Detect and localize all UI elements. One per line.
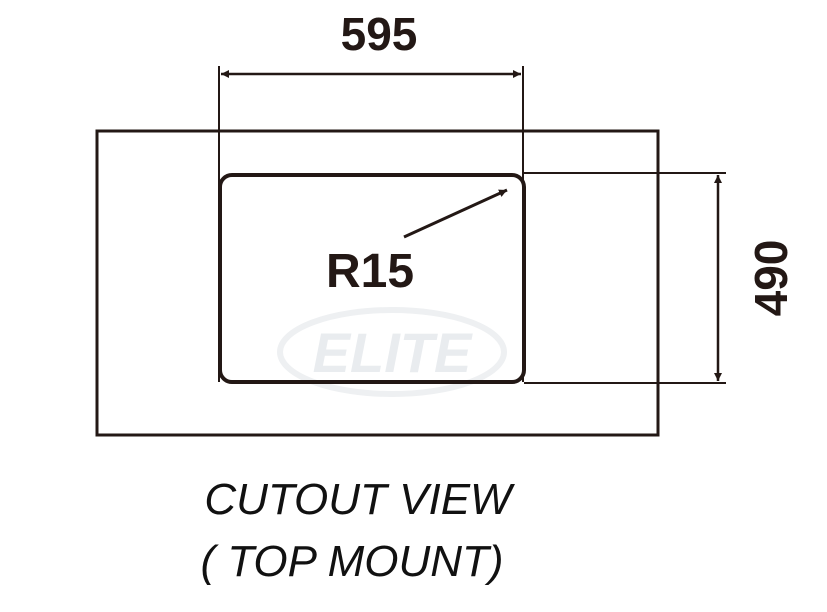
- radius-leader-arrow: [403, 188, 508, 239]
- countertop-outline: [95, 129, 660, 437]
- caption-line-1: CUTOUT VIEW: [204, 475, 515, 524]
- caption-line-2: ( TOP MOUNT): [200, 537, 503, 586]
- height-dimension-label: 490: [745, 240, 797, 317]
- watermark-logo: ELITE: [277, 307, 507, 397]
- watermark-text: ELITE: [313, 321, 473, 384]
- width-dimension-label: 595: [341, 8, 418, 60]
- radius-label: R15: [326, 245, 414, 298]
